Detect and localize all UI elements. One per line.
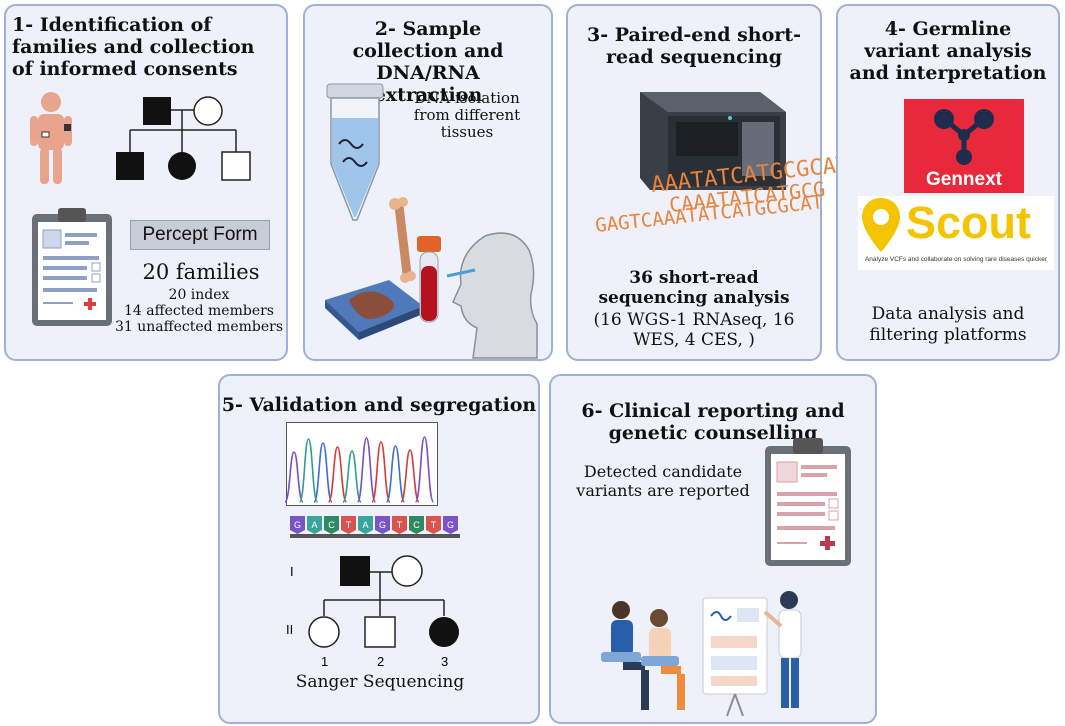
base-call-tile — [392, 516, 407, 534]
scout-logo: Scout Analyze VCFs and collaborate on so… — [858, 196, 1054, 270]
counselling-scene-illustration — [601, 591, 802, 717]
base-call-tile — [409, 516, 424, 534]
base-call-letter: G — [447, 520, 454, 530]
panel-title: 2- Sample collection and DNA/RNA extract… — [352, 18, 504, 106]
child-label-2: 2 — [377, 654, 384, 669]
bone-sample-icon — [389, 197, 416, 283]
chromatogram-peak — [385, 445, 406, 503]
sanger-chromatogram — [284, 422, 438, 506]
base-call-letter: G — [379, 520, 386, 530]
affected-count: 14 affected members — [124, 303, 274, 319]
gennext-wordmark: Gennext — [925, 169, 1003, 190]
blood-tube-icon — [417, 236, 441, 323]
percept-form-label: Percept Form — [130, 220, 270, 250]
patient-swab-icon — [446, 232, 538, 359]
scout-tagline: Analyze VCFs and collaborate on solving … — [864, 256, 1048, 263]
dna-tube-icon — [326, 83, 384, 221]
panel-title: 6- Clinical reporting and genetic counse… — [581, 400, 845, 444]
base-call-letter: T — [431, 520, 437, 530]
generation-label-2: II — [286, 622, 293, 637]
base-call-tile — [290, 516, 305, 534]
base-call-letter: C — [328, 520, 335, 530]
base-call-tile — [341, 516, 356, 534]
chromatogram-peak — [313, 442, 333, 503]
panel-variant-analysis: 4- Germline variant analysis and interpr… — [836, 4, 1060, 361]
panel-clinical-reporting: 6- Clinical reporting and genetic counse… — [549, 374, 877, 724]
panel-identification: 1- Identification of families and collec… — [4, 4, 288, 361]
chromatogram-peak — [414, 436, 435, 503]
platforms-description: Data analysis and filtering platforms — [869, 304, 1027, 345]
sequencer-machine-icon — [640, 92, 786, 190]
panel-sequencing: 3- Paired-end short-read sequencing AAAT… — [566, 4, 850, 361]
location-pin-icon — [862, 198, 900, 252]
child-label-3: 3 — [441, 654, 448, 669]
base-call-tile — [324, 516, 339, 534]
panel-title: 4- Germline variant analysis and interpr… — [849, 18, 1047, 84]
dna-isolation-note: DNA isolation from different tissues — [413, 89, 521, 141]
tissue-slide-icon — [325, 280, 423, 340]
sequence-reads: AAATATCATGCGCAT CAAATATCATGCG GAGTCAAATA… — [594, 152, 850, 237]
chromatogram-peak — [400, 449, 420, 503]
chromatogram-peak — [284, 451, 304, 503]
families-count: 20 families — [142, 260, 260, 284]
reporting-description: Detected candidate variants are reported — [576, 462, 750, 500]
generation-label-1: I — [290, 564, 294, 579]
chromatogram-peak — [327, 446, 348, 503]
base-call-tile — [443, 516, 458, 534]
analysis-count: 36 short-read sequencing analysis — [598, 268, 790, 308]
base-call-letter: A — [362, 520, 368, 530]
consent-clipboard-icon — [32, 208, 112, 326]
report-clipboard-icon — [765, 438, 851, 566]
child-label-1: 1 — [321, 654, 328, 669]
base-call-tile — [375, 516, 390, 534]
chromatogram-peak — [342, 450, 362, 503]
chromatogram-peak — [298, 438, 319, 503]
analysis-breakdown: (16 WGS-1 RNAseq, 16 WES, 4 CES, ) — [593, 310, 795, 350]
base-call-letter: A — [311, 520, 317, 530]
unaffected-count: 31 unaffected members — [115, 319, 283, 335]
base-call-letter: G — [294, 520, 301, 530]
panel-sample-collection: 2- Sample collection and DNA/RNA extract… — [303, 4, 553, 361]
scout-wordmark: Scout — [906, 197, 1032, 248]
chromatogram-peak — [356, 437, 377, 503]
panel-title: 5- Validation and segregation — [221, 394, 537, 416]
base-call-tile — [307, 516, 322, 534]
base-call-letter: T — [346, 520, 352, 530]
segregation-pedigree: I II 1 2 3 — [286, 555, 459, 669]
base-call-tile — [426, 516, 441, 534]
base-call-letter: T — [397, 520, 403, 530]
index-count: 20 index — [168, 287, 230, 303]
panel-title: 1- Identification of families and collec… — [12, 14, 255, 80]
base-call-letter: C — [413, 520, 420, 530]
gennext-network-icon — [934, 109, 994, 165]
family-pedigree — [116, 96, 251, 181]
panel-title: 3- Paired-end short-read sequencing — [587, 24, 801, 68]
chromatogram-peak — [371, 441, 391, 503]
affected-father-symbol — [143, 97, 171, 125]
gennext-logo: Gennext — [904, 99, 1024, 193]
sanger-caption: Sanger Sequencing — [295, 672, 465, 692]
patient-figure-icon — [30, 92, 72, 184]
base-call-tile — [358, 516, 373, 534]
